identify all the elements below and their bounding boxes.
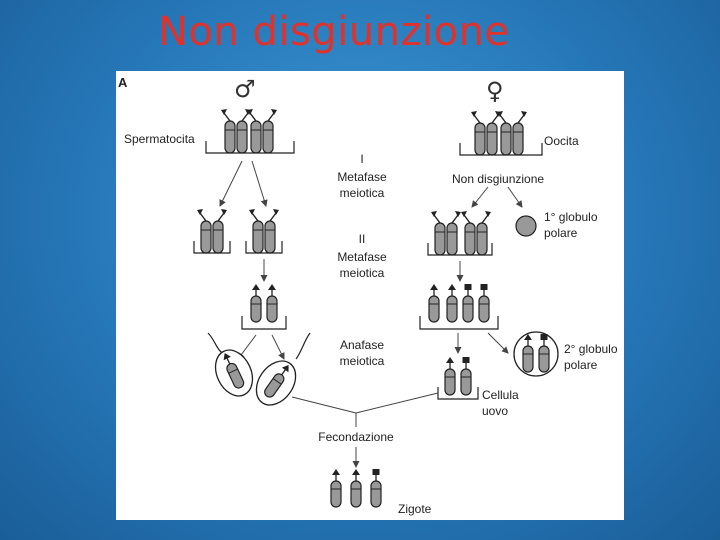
- male-symbol-icon: ♂: [234, 75, 256, 103]
- label-egg-cell-2: uovo: [482, 404, 508, 418]
- panel-letter: A: [118, 75, 128, 90]
- first-polar-body: [515, 215, 537, 237]
- female-metaphase2-cell: [427, 211, 493, 255]
- label-metaphase-II-meiotic: meiotica: [340, 266, 385, 280]
- egg-cell: [437, 357, 479, 400]
- second-polar-body: [513, 331, 559, 377]
- label-anaphase: Anafase: [340, 338, 384, 352]
- label-anaphase-meiotic: meiotica: [340, 354, 385, 368]
- label-metaphase-II: Metafase: [337, 250, 387, 264]
- female-oocyte-bivalents: [459, 111, 543, 155]
- female-anaphase2-chromatids: [419, 284, 499, 330]
- label-spermatocyte: Spermatocita: [124, 132, 195, 146]
- sperm-cell-1: [207, 332, 254, 397]
- label-oocyte: Oocita: [544, 134, 579, 148]
- fertilization-lines: [291, 392, 439, 427]
- label-first-polar-body: 1° globulo: [544, 210, 598, 224]
- male-metaphase2-cells: [193, 209, 283, 253]
- label-metaphase-I: Metafase: [337, 170, 387, 184]
- label-zygote: Zigote: [398, 502, 432, 516]
- label-egg-cell: Cellula: [482, 388, 519, 402]
- slide-title: Non disgiunzione: [158, 9, 510, 55]
- label-meiosis-II-number: II: [359, 232, 366, 246]
- male-spermatocyte-bivalents: [205, 109, 295, 153]
- label-second-polar-body-2: polare: [564, 358, 598, 372]
- label-meiosis-I-number: I: [360, 152, 363, 166]
- label-first-polar-body-2: polare: [544, 226, 578, 240]
- label-second-polar-body: 2° globulo: [564, 342, 618, 356]
- label-metaphase-I-meiotic: meiotica: [340, 186, 385, 200]
- female-symbol-icon: ♀: [486, 77, 504, 105]
- sperm-cell-2: [255, 332, 311, 406]
- label-fertilization: Fecondazione: [318, 430, 394, 444]
- meiosis-figure: A ♂ ♀ Spermatocita I Metafase meiotica I…: [116, 71, 624, 520]
- meiosis-diagram: A ♂ ♀ Spermatocita I Metafase meiotica I…: [118, 75, 618, 516]
- label-nondisjunction: Non disgiunzione: [452, 172, 544, 186]
- zygote-chromosomes: [331, 469, 381, 507]
- male-anaphase2-chromatids: [241, 284, 287, 330]
